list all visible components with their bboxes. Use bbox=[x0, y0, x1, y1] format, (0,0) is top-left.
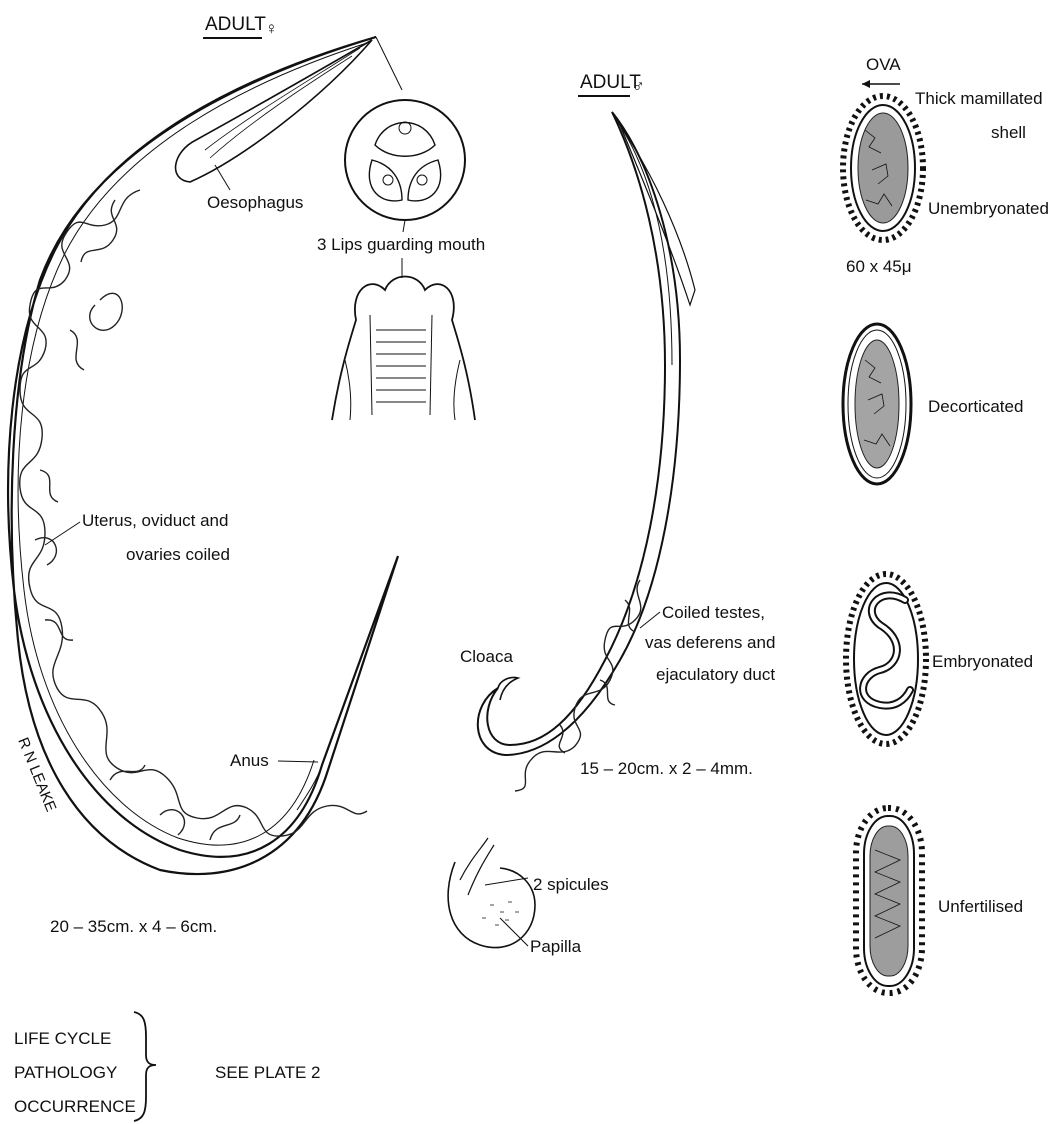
embryonated-label: Embryonated bbox=[932, 652, 1033, 671]
anus-label: Anus bbox=[230, 751, 269, 770]
artist-signature: R N LEAKE bbox=[14, 735, 59, 814]
oesophagus-label: Oesophagus bbox=[207, 193, 303, 212]
ovum-embryonated bbox=[846, 574, 926, 744]
ovum-unfertilised bbox=[856, 808, 922, 993]
testes-label-2: vas deferens and bbox=[645, 633, 775, 652]
female-body-outline bbox=[8, 37, 398, 874]
male-symbol: ♂ bbox=[632, 77, 645, 96]
ova-size-label: 60 x 45μ bbox=[846, 257, 912, 276]
ova-heading: OVA bbox=[866, 55, 901, 74]
footer-brace bbox=[134, 1012, 156, 1121]
female-size-label: 20 – 35cm. x 4 – 6cm. bbox=[50, 917, 217, 936]
decorticated-label: Decorticated bbox=[928, 397, 1023, 416]
female-symbol: ♀ bbox=[265, 19, 278, 38]
head-section bbox=[332, 258, 475, 420]
ovum-unembryonated bbox=[843, 96, 923, 240]
mouth-label: 3 Lips guarding mouth bbox=[317, 235, 485, 254]
spicules-detail bbox=[448, 838, 535, 948]
footer-life-cycle: LIFE CYCLE bbox=[14, 1029, 111, 1048]
ovum-decorticated bbox=[843, 324, 911, 484]
male-size-label: 15 – 20cm. x 2 – 4mm. bbox=[580, 759, 753, 778]
testes-label-1: Coiled testes, bbox=[662, 603, 765, 622]
uterus-label-2: ovaries coiled bbox=[126, 545, 230, 564]
male-worm bbox=[478, 112, 695, 791]
unfertilised-label: Unfertilised bbox=[938, 897, 1023, 916]
unembryonated-label: Unembryonated bbox=[928, 199, 1049, 218]
footer-see-plate: SEE PLATE 2 bbox=[215, 1063, 321, 1082]
cloaca-label: Cloaca bbox=[460, 647, 513, 666]
female-oesophagus bbox=[176, 40, 372, 182]
shell-label-1: Thick mamillated bbox=[915, 89, 1043, 108]
mouth-cross-section bbox=[345, 100, 465, 232]
spicules-label: 2 spicules bbox=[533, 875, 609, 894]
footer-pathology: PATHOLOGY bbox=[14, 1063, 117, 1082]
female-heading: ADULT bbox=[205, 14, 266, 35]
footer-occurrence: OCCURRENCE bbox=[14, 1097, 136, 1116]
female-worm bbox=[8, 37, 402, 874]
shell-label-2: shell bbox=[991, 123, 1026, 142]
ova-column bbox=[843, 80, 926, 993]
papilla-label: Papilla bbox=[530, 937, 582, 956]
uterus-label-1: Uterus, oviduct and bbox=[82, 511, 228, 530]
female-inner-line bbox=[18, 42, 370, 845]
testes-label-3: ejaculatory duct bbox=[656, 665, 775, 684]
